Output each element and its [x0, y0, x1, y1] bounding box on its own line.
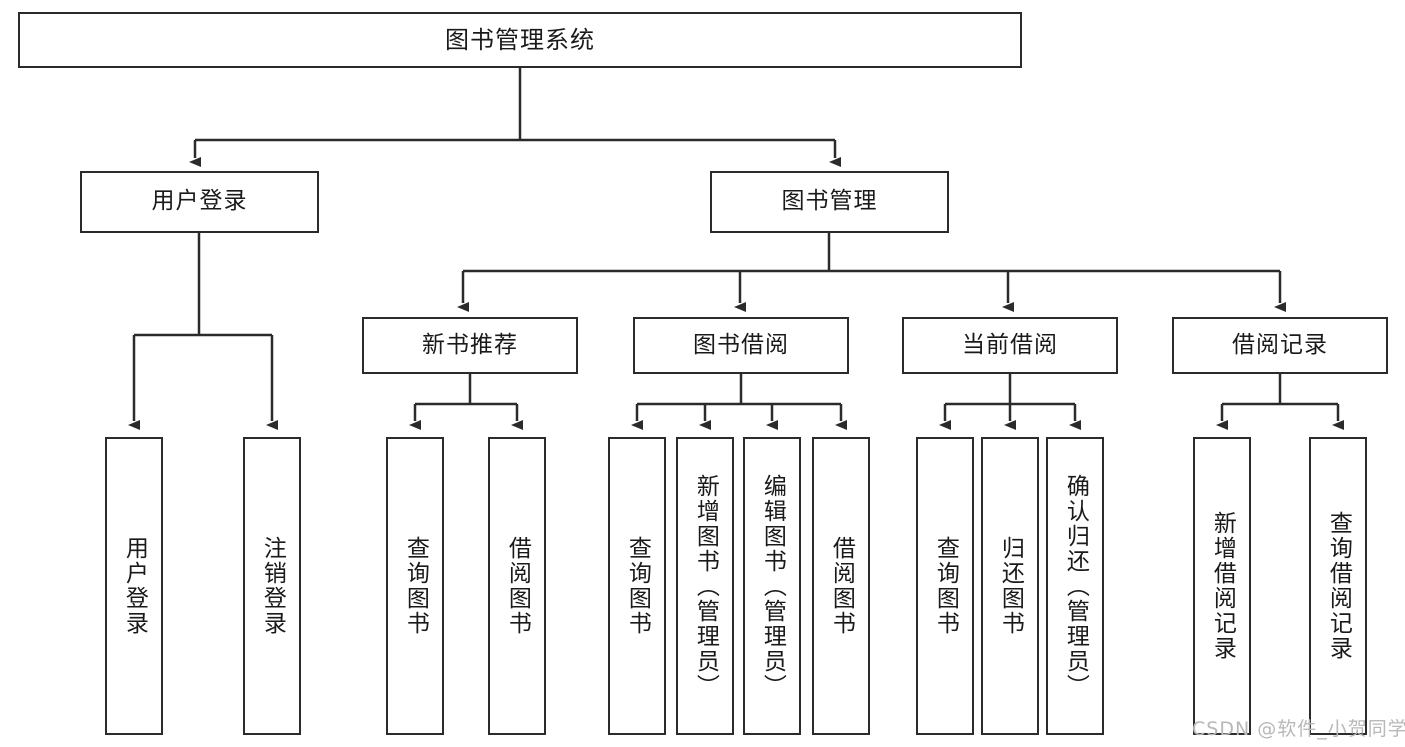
node-book-borrow[interactable]: 图书借阅 [633, 317, 849, 374]
leaf-new-book-query[interactable]: 查询图书 [386, 437, 444, 735]
leaf-current-borrow-query[interactable]: 查询图书 [916, 437, 974, 735]
node-label: 新增借阅记录 [1209, 511, 1236, 661]
node-book-management[interactable]: 图书管理 [710, 171, 949, 233]
node-label: 用户登录 [121, 536, 148, 636]
leaf-book-borrow-borrow[interactable]: 借阅图书 [812, 437, 870, 735]
node-label: 查询图书 [932, 536, 959, 636]
node-label: 新增图书（管理员） [692, 473, 719, 699]
watermark-text: CSDN @软件_小贺同学 [1192, 718, 1405, 740]
node-current-borrow[interactable]: 当前借阅 [902, 317, 1118, 374]
node-label: 查询借阅记录 [1325, 511, 1352, 661]
leaf-current-borrow-confirm-return[interactable]: 确认归还（管理员） [1046, 437, 1104, 735]
leaf-user-login-logout[interactable]: 注销登录 [243, 437, 301, 735]
node-label: 当前借阅 [962, 331, 1058, 358]
leaf-borrow-record-query[interactable]: 查询借阅记录 [1309, 437, 1367, 735]
node-label: 图书管理 [781, 188, 878, 215]
node-label: 确认归还（管理员） [1062, 473, 1089, 699]
node-new-book-recommend[interactable]: 新书推荐 [362, 317, 578, 374]
node-label: 借阅图书 [504, 536, 531, 636]
leaf-new-book-borrow[interactable]: 借阅图书 [488, 437, 546, 735]
node-label: 归还图书 [997, 536, 1024, 636]
node-label: 图书管理系统 [445, 25, 595, 54]
node-user-login[interactable]: 用户登录 [80, 171, 319, 233]
leaf-book-borrow-add[interactable]: 新增图书（管理员） [676, 437, 734, 735]
node-root-system[interactable]: 图书管理系统 [18, 12, 1022, 68]
leaf-book-borrow-query[interactable]: 查询图书 [608, 437, 666, 735]
node-label: 查询图书 [624, 536, 651, 636]
leaf-current-borrow-return[interactable]: 归还图书 [981, 437, 1039, 735]
node-label: 查询图书 [402, 536, 429, 636]
node-label: 借阅图书 [828, 536, 855, 636]
node-label: 注销登录 [259, 536, 286, 636]
node-borrow-record[interactable]: 借阅记录 [1172, 317, 1388, 374]
leaf-user-login-login[interactable]: 用户登录 [105, 437, 163, 735]
node-label: 借阅记录 [1232, 331, 1328, 358]
node-label: 编辑图书（管理员） [759, 473, 786, 699]
node-label: 图书借阅 [693, 331, 789, 358]
leaf-book-borrow-edit[interactable]: 编辑图书（管理员） [743, 437, 801, 735]
node-label: 用户登录 [151, 188, 248, 215]
leaf-borrow-record-add[interactable]: 新增借阅记录 [1193, 437, 1251, 735]
node-label: 新书推荐 [422, 331, 518, 358]
